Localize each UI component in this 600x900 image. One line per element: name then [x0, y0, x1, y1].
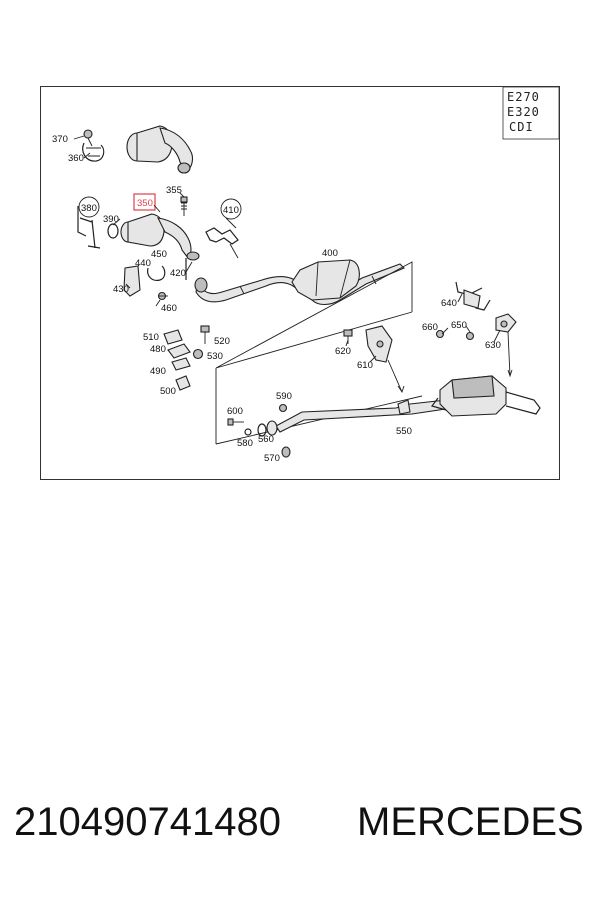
label-480: 480: [150, 344, 166, 355]
label-580: 580: [237, 438, 253, 449]
bracket-490: [171, 357, 191, 371]
model-designation-box: E270 E320 CDI: [502, 86, 560, 140]
leader-lines: [112, 192, 501, 363]
label-360: 360: [68, 153, 84, 164]
rear-section-frame: [215, 261, 423, 445]
gasket-390: [107, 223, 119, 239]
clamp-560: [257, 420, 278, 437]
label-410-circle: [220, 198, 242, 220]
bracket-380: [77, 206, 101, 249]
label-500: 500: [160, 386, 176, 397]
label-410: 410: [223, 205, 239, 216]
bracket-640: [455, 281, 491, 311]
nut-660: [435, 329, 445, 339]
label-370: 370: [52, 134, 68, 145]
model-line-3: CDI: [509, 120, 534, 134]
label-350: 350: [137, 198, 153, 209]
bolt-600: [227, 418, 244, 426]
catalytic-converter-350: [120, 213, 192, 259]
label-550: 550: [396, 426, 412, 437]
exhaust-system-diagram: E270 E320 CDI: [40, 86, 560, 480]
nut-530: [192, 348, 204, 360]
rear-muffler-550: [275, 375, 541, 433]
label-380-circle: [78, 196, 100, 218]
clamp-500: [175, 375, 191, 391]
bracket-430: [123, 265, 141, 297]
label-450: 450: [151, 249, 167, 260]
clamp-360: [82, 142, 105, 162]
label-420: 420: [170, 268, 186, 279]
label-590: 590: [276, 391, 292, 402]
model-line-1: E270: [507, 90, 540, 104]
label-390: 390: [103, 214, 119, 225]
label-610: 610: [357, 360, 373, 371]
front-pipe-400: [194, 259, 405, 306]
label-355: 355: [166, 185, 182, 196]
highlight-box-350: [133, 193, 156, 211]
label-460: 460: [161, 303, 177, 314]
bracket-510: [163, 329, 183, 345]
label-660: 660: [422, 322, 438, 333]
label-400: 400: [322, 248, 338, 259]
label-640: 640: [441, 298, 457, 309]
label-630: 630: [485, 340, 501, 351]
label-440: 440: [135, 258, 151, 269]
nut-590: [278, 403, 288, 413]
label-620: 620: [335, 346, 351, 357]
bracket-410: [205, 217, 239, 259]
catalytic-converter-upper: [126, 125, 194, 174]
label-430: 430: [113, 284, 129, 295]
label-650: 650: [451, 320, 467, 331]
footer: 210490741480 MERCEDES: [0, 800, 600, 860]
label-510: 510: [143, 332, 159, 343]
pipe-420: [185, 251, 200, 280]
nut-570: [281, 446, 291, 458]
label-560: 560: [258, 434, 274, 445]
model-line-2: E320: [507, 105, 540, 119]
rubber-mount-630: [495, 313, 517, 378]
bolt-460: [157, 291, 168, 301]
brand-name: MERCEDES: [357, 800, 584, 844]
bolt-370: [83, 129, 93, 147]
bracket-480: [167, 343, 191, 359]
clamp-450-440: [147, 265, 166, 281]
label-520: 520: [214, 336, 230, 347]
label-570: 570: [264, 453, 280, 464]
label-380: 380: [81, 203, 97, 214]
part-number: 210490741480: [14, 800, 281, 844]
hanger-610: [365, 325, 405, 394]
label-490: 490: [150, 366, 166, 377]
ring-580: [244, 428, 252, 436]
bolt-520: [200, 325, 210, 344]
nut-650: [465, 331, 475, 341]
label-600: 600: [227, 406, 243, 417]
label-530: 530: [207, 351, 223, 362]
